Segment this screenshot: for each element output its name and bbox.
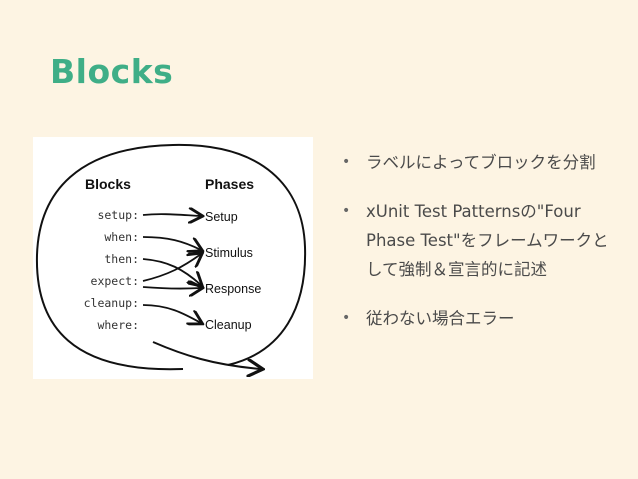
block-label-expect: expect: [91, 274, 139, 288]
block-label-cleanup: cleanup: [84, 296, 139, 310]
enclosing-loop [35, 143, 307, 371]
arrow-expect [142, 287, 201, 289]
bullet-list: • ラベルによってブロックを分割 • xUnit Test Patternsの"… [342, 148, 622, 353]
bullet-item: • xUnit Test Patternsの"Four Phase Test"を… [342, 197, 622, 284]
slide-title: Blocks [50, 52, 174, 91]
blocks-header: Blocks [85, 176, 131, 192]
arrow-expect-cross [142, 254, 201, 282]
arrow-cleanup [142, 304, 201, 323]
phases-header: Phases [205, 176, 254, 192]
block-label-then: then: [104, 252, 139, 266]
block-label-where: where: [97, 318, 139, 332]
return-arrow [152, 341, 261, 369]
block-label-setup: setup: [97, 208, 139, 222]
bullet-dot-icon: • [342, 154, 351, 170]
block-label-when: when: [104, 230, 139, 244]
arrow-setup [142, 214, 201, 216]
bullet-dot-icon: • [342, 203, 351, 219]
phase-label-cleanup: Cleanup [205, 318, 252, 332]
arrow-when [142, 236, 201, 250]
bullet-item: • ラベルによってブロックを分割 [342, 148, 622, 177]
blocks-phases-diagram: Blocks Phases setup: when: then: expect:… [33, 137, 313, 379]
bullet-dot-icon: • [342, 310, 351, 326]
phase-label-response: Response [205, 282, 261, 296]
bullet-item: • 従わない場合エラー [342, 304, 622, 333]
phase-label-setup: Setup [205, 210, 238, 224]
phase-label-stimulus: Stimulus [205, 246, 253, 260]
